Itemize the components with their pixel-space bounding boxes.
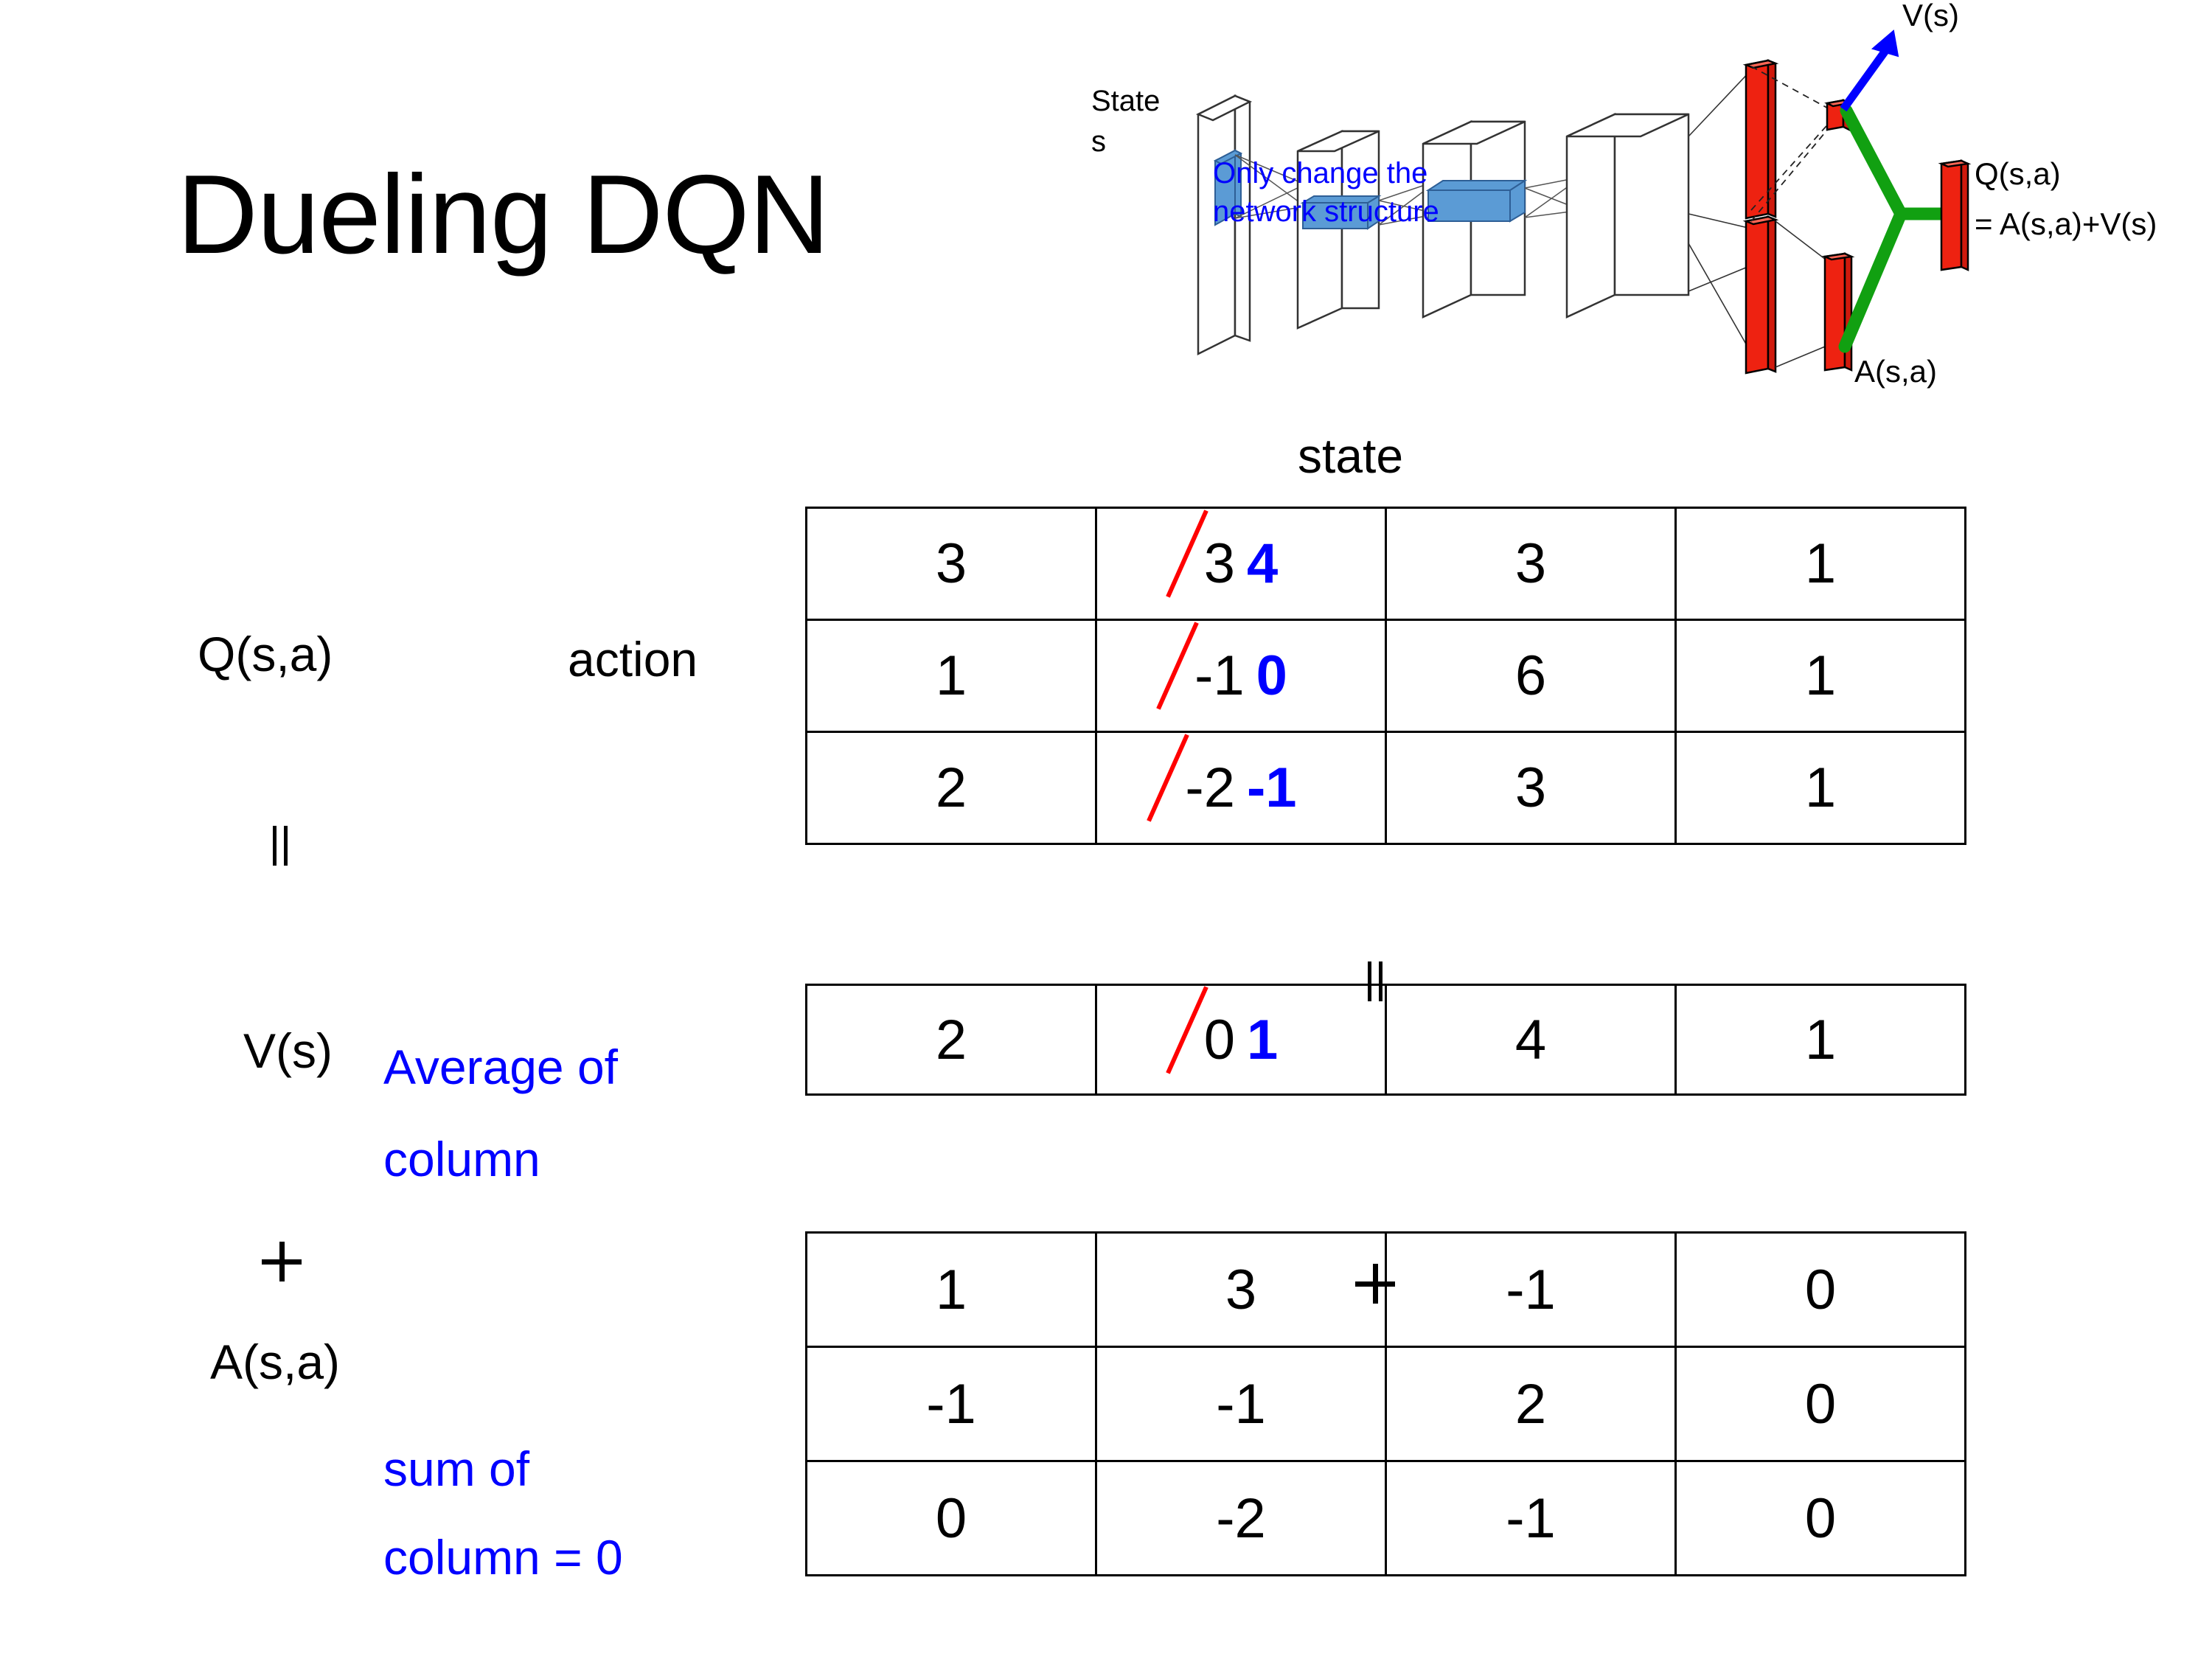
a-cell-r0c2[interactable]: -1	[1385, 1231, 1677, 1348]
q-matrix-label: Q(s,a)	[198, 627, 333, 681]
a-cell-r2c2[interactable]: -1	[1385, 1460, 1677, 1576]
sum-note-line1: sum of	[383, 1441, 530, 1496]
table-row: -1 -1 2 0	[805, 1346, 1966, 1462]
aggregation-join-icon	[1838, 104, 1953, 353]
a-cell-r2c0[interactable]: 0	[805, 1460, 1097, 1576]
input-filter-icon	[1213, 149, 1243, 226]
q-cell-r2c0[interactable]: 2	[805, 731, 1097, 845]
diagram-note-line1: Only change the	[1213, 157, 1427, 189]
a-cell-r1c3[interactable]: 0	[1674, 1346, 1966, 1462]
q-cell-r0c0[interactable]: 3	[805, 507, 1097, 621]
diagram-v-label: V(s)	[1902, 0, 1959, 32]
a-cell-r0c3[interactable]: 0	[1674, 1231, 1966, 1348]
average-note-line2: column	[383, 1132, 540, 1186]
q-output-bar-icon	[1938, 159, 1972, 271]
a-cell-r0c0[interactable]: 1	[805, 1231, 1097, 1348]
sum-note-line2: column = 0	[383, 1530, 623, 1585]
q-cell-r1c0[interactable]: 1	[805, 619, 1097, 733]
v-old-value-c1: 0	[1203, 1008, 1235, 1071]
state-axis-label: state	[1298, 428, 1404, 483]
conv-block-3-icon	[1565, 113, 1690, 319]
q-old-value-r0c1: 3	[1203, 532, 1235, 595]
q-cell-r1c3[interactable]: 1	[1674, 619, 1966, 733]
q-cell-r2c1[interactable]: -2-1	[1095, 731, 1387, 845]
q-cell-r2c3[interactable]: 1	[1674, 731, 1966, 845]
diagram-q-label-line2: = A(s,a)+V(s)	[1975, 206, 2157, 241]
dueling-network-diagram: State s Only change the network structur…	[1084, 0, 2212, 413]
table-row: 1 3 -1 0	[805, 1231, 1966, 1348]
q-new-value-r1c1: 0	[1256, 644, 1287, 707]
v-cell-c0[interactable]: 2	[805, 984, 1097, 1096]
v-cell-c2[interactable]: 4	[1385, 984, 1677, 1096]
equals-glyph-2	[1368, 961, 1382, 1001]
diagram-q-label-line1: Q(s,a)	[1975, 156, 2061, 191]
diagram-state-sub-label: s	[1091, 125, 1106, 158]
table-row: 2 -2-1 3 1	[805, 731, 1966, 845]
plus-glyph-1	[262, 1242, 302, 1281]
diagram-state-label: State	[1091, 85, 1160, 117]
q-new-value-r0c1: 4	[1247, 532, 1279, 595]
v-cell-c3[interactable]: 1	[1674, 984, 1966, 1096]
advantage-stream-bar-icon	[1742, 215, 1779, 375]
diagram-a-label: A(s,a)	[1854, 354, 1937, 389]
average-note-line1: Average of	[383, 1040, 619, 1094]
equals-glyph-1	[273, 826, 288, 866]
value-stream-bar-icon	[1742, 59, 1779, 220]
a-cell-r2c1[interactable]: -2	[1095, 1460, 1387, 1576]
advantage-output-bar-icon	[1821, 252, 1855, 372]
diagram-note-line2: network structure	[1213, 195, 1439, 228]
q-old-value-r2c1: -2	[1185, 757, 1235, 819]
q-cell-r0c2[interactable]: 3	[1385, 507, 1677, 621]
a-cell-r2c3[interactable]: 0	[1674, 1460, 1966, 1576]
q-cell-r0c3[interactable]: 1	[1674, 507, 1966, 621]
a-cell-r1c0[interactable]: -1	[805, 1346, 1097, 1462]
a-cell-r0c1[interactable]: 3	[1095, 1231, 1387, 1348]
action-axis-label: action	[568, 632, 698, 686]
v-new-value-c1: 1	[1247, 1008, 1279, 1071]
v-matrix-label: V(s)	[243, 1023, 333, 1078]
q-cell-r1c2[interactable]: 6	[1385, 619, 1677, 733]
q-new-value-r2c1: -1	[1247, 757, 1297, 819]
conv-filter-1-icon	[1300, 195, 1382, 230]
q-old-value-r1c1: -1	[1194, 644, 1245, 707]
a-cell-r1c1[interactable]: -1	[1095, 1346, 1387, 1462]
a-matrix-label: A(s,a)	[210, 1335, 341, 1389]
page-title: Dueling DQN	[177, 152, 830, 277]
value-arrow-icon	[1840, 29, 1899, 112]
a-value-table: 1 3 -1 0 -1 -1 2 0 0 -2 -1 0	[805, 1231, 1966, 1576]
q-cell-r2c2[interactable]: 3	[1385, 731, 1677, 845]
a-cell-r1c2[interactable]: 2	[1385, 1346, 1677, 1462]
table-row: 0 -2 -1 0	[805, 1460, 1966, 1576]
conv-filter-2-icon	[1425, 179, 1528, 223]
